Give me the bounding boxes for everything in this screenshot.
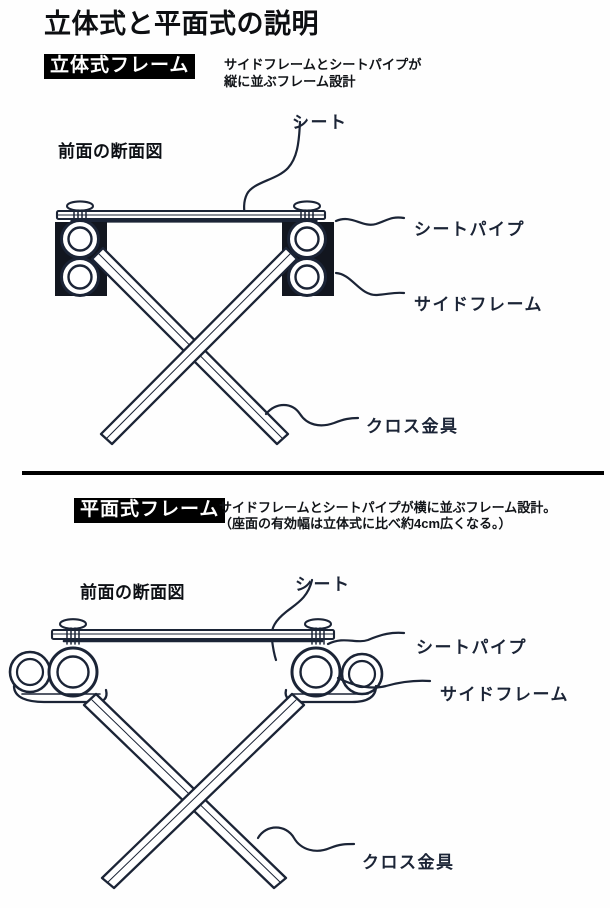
callout-side-frame-flat: サイドフレーム xyxy=(440,685,569,705)
view-label-front-section-flat: 前面の断面図 xyxy=(80,583,185,602)
callout-cross-fitting-flat: クロス金具 xyxy=(362,853,455,873)
page-title: 立体式と平面式の説明 xyxy=(44,9,319,39)
section-description-solid-frame: サイドフレームとシートパイプが 縦に並ぶフレーム設計 xyxy=(224,57,421,90)
callout-seat-pipe-flat: シートパイプ xyxy=(416,638,527,658)
description-line: 縦に並ぶフレーム設計 xyxy=(224,73,356,89)
diagram-flat-frame-cross-section xyxy=(0,548,610,904)
section-badge-solid-frame: 立体式フレーム xyxy=(44,54,196,79)
description-line: サイドフレームとシートパイプが xyxy=(224,57,422,72)
view-label-front-section-solid: 前面の断面図 xyxy=(58,142,163,161)
section-description-flat-frame: サイドフレームとシートパイプが横に並ぶフレーム設計。 （座面の有効幅は立体式に比… xyxy=(219,500,556,533)
section-divider xyxy=(22,471,604,475)
description-line: （座面の有効幅は立体式に比べ約4cm広くなる。） xyxy=(219,516,512,532)
description-line: サイドフレームとシートパイプが横に並ぶフレーム設計。 xyxy=(219,500,557,515)
callout-seat-pipe-solid: シートパイプ xyxy=(414,220,525,240)
callout-side-frame-solid: サイドフレーム xyxy=(414,295,543,315)
diagram-solid-frame-cross-section xyxy=(0,96,610,464)
callout-cross-fitting-solid: クロス金具 xyxy=(366,417,459,437)
callout-seat-solid: シート xyxy=(292,113,348,133)
section-badge-flat-frame: 平面式フレーム xyxy=(74,498,226,523)
